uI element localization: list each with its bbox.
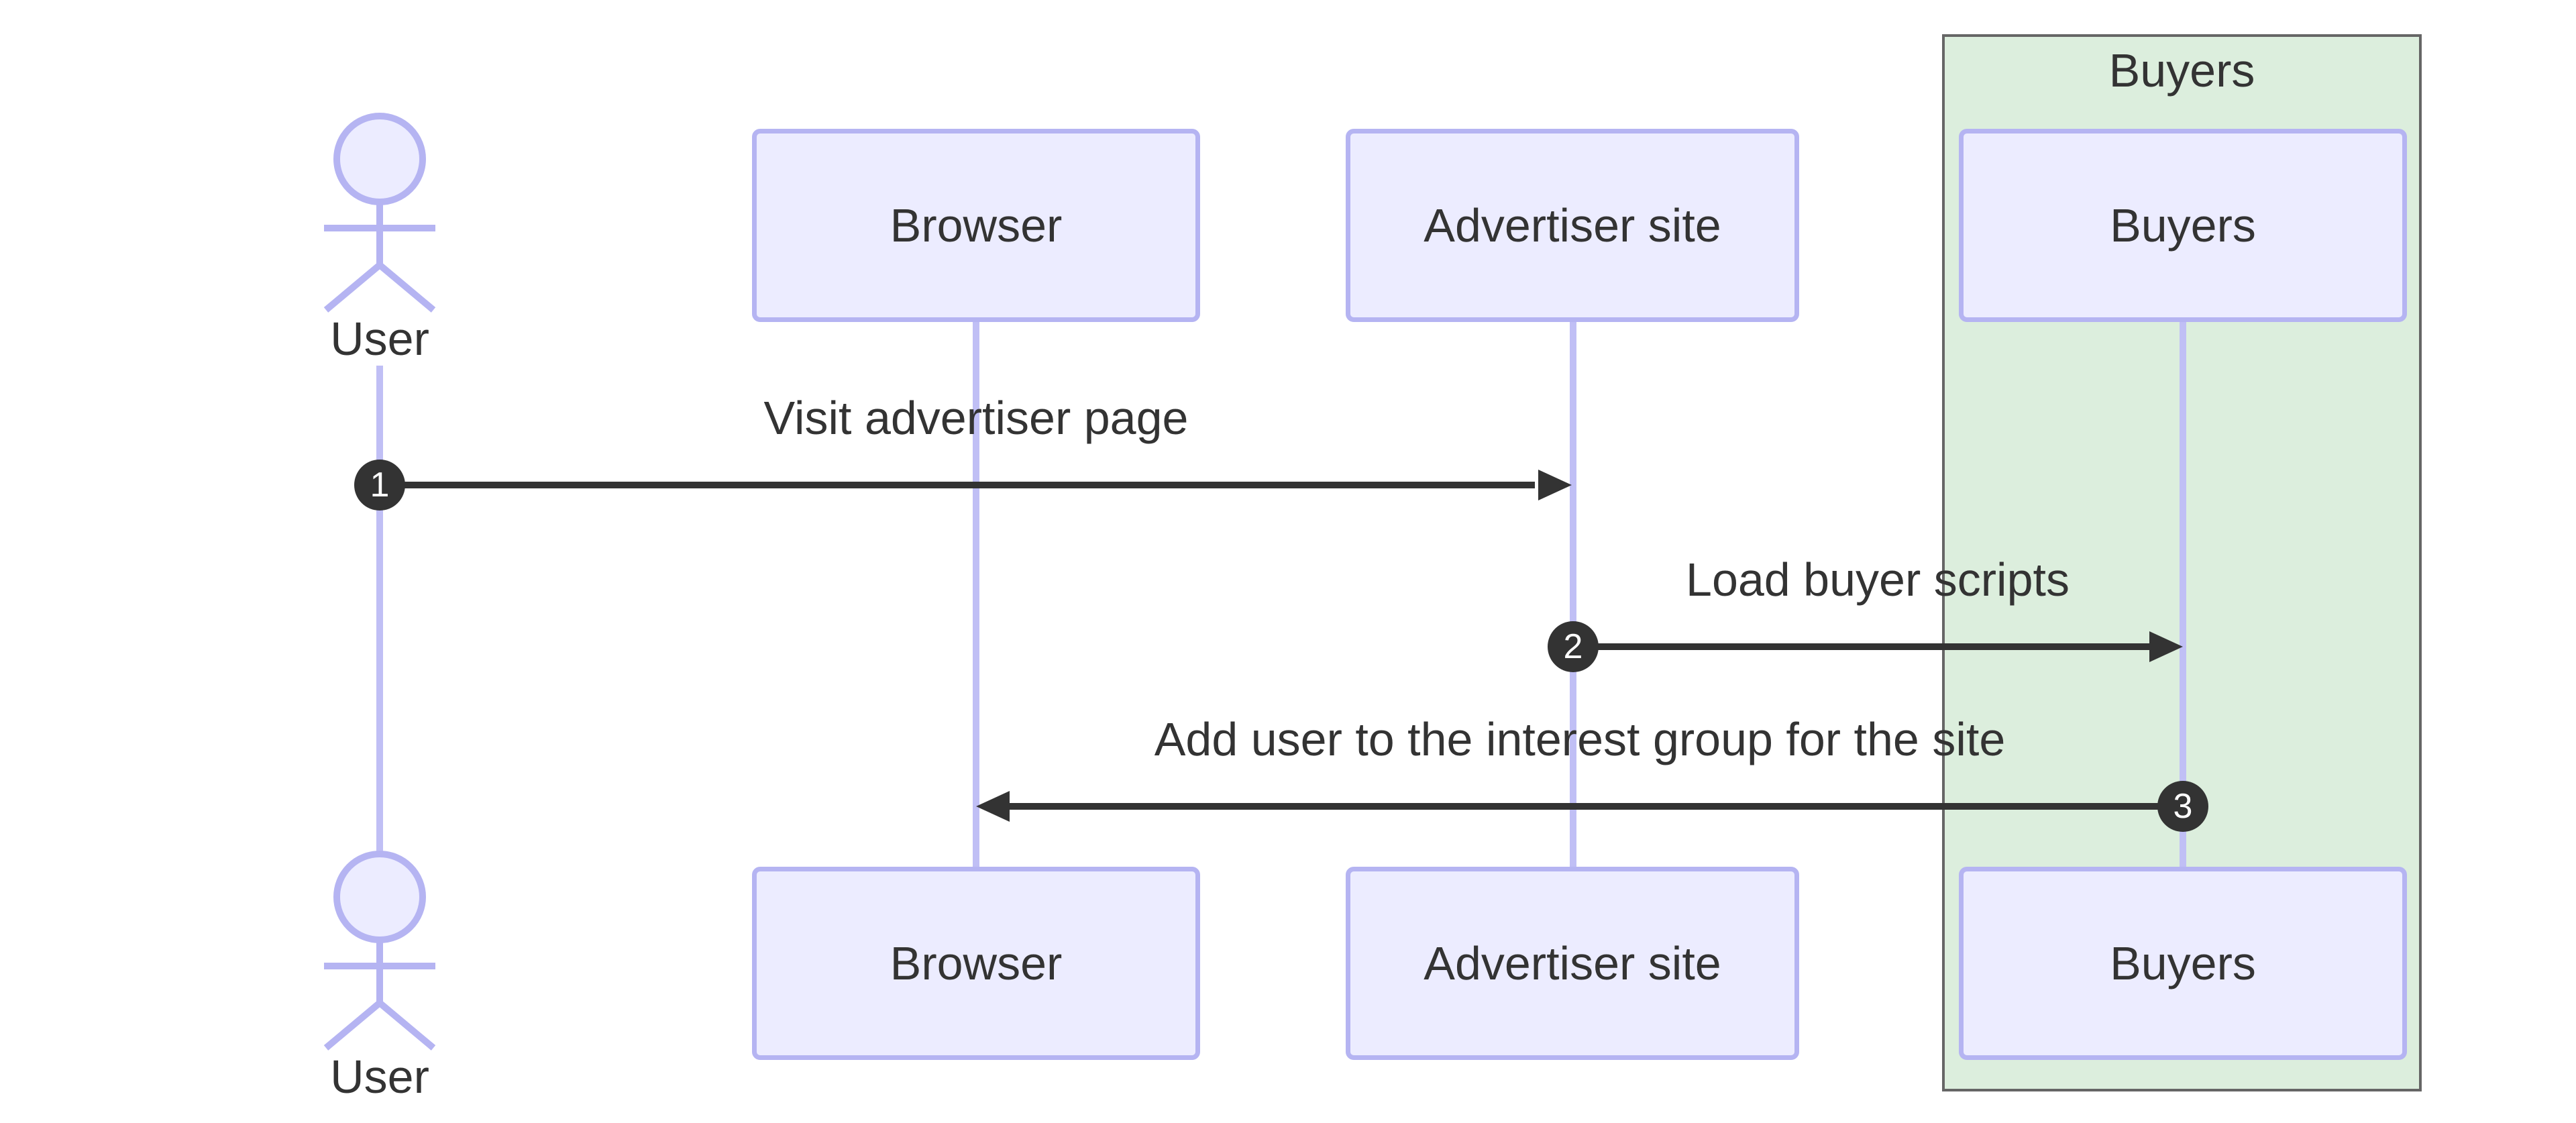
sequence-number-badge: 1: [354, 460, 405, 511]
participant-browser-bottom: Browser: [752, 867, 1200, 1060]
sequence-number-badge: 3: [2157, 781, 2208, 832]
participant-browser-top: Browser: [752, 129, 1200, 322]
buyers-group-label: Buyers: [2108, 44, 2255, 97]
message-2-line: [1573, 643, 2153, 650]
message-3-line: [1010, 803, 2183, 810]
participant-label: Buyers: [2110, 937, 2256, 990]
participant-buyers-top: Buyers: [1959, 129, 2407, 322]
message-1-label: Visit advertiser page: [763, 392, 1189, 444]
lifeline-user: [376, 366, 383, 853]
message-3-arrowhead-icon: [976, 791, 1010, 822]
user-actor-icon: [323, 851, 436, 1051]
participant-label: Buyers: [2110, 199, 2256, 252]
message-2-arrowhead-icon: [2149, 631, 2183, 662]
message-2-label: Load buyer scripts: [1686, 553, 2070, 606]
message-1-line: [380, 482, 1535, 488]
participant-label: Advertiser site: [1424, 937, 1721, 990]
participant-buyers-bottom: Buyers: [1959, 867, 2407, 1060]
participant-label: Advertiser site: [1424, 199, 1721, 252]
lifeline-advertiser-site: [1570, 322, 1576, 867]
message-1-arrowhead-icon: [1538, 470, 1572, 500]
user-actor-icon: [323, 113, 436, 313]
sequence-number-badge: 2: [1548, 621, 1599, 672]
participant-label: Browser: [890, 937, 1063, 990]
lifeline-browser: [973, 322, 979, 867]
participant-label: Browser: [890, 199, 1063, 252]
user-actor-label-bottom: User: [330, 1051, 429, 1103]
lifeline-buyers: [2180, 322, 2186, 867]
participant-advertiser-site-bottom: Advertiser site: [1346, 867, 1799, 1060]
participant-advertiser-site-top: Advertiser site: [1346, 129, 1799, 322]
message-3-label: Add user to the interest group for the s…: [1154, 713, 2006, 765]
user-actor-label-top: User: [330, 313, 429, 365]
